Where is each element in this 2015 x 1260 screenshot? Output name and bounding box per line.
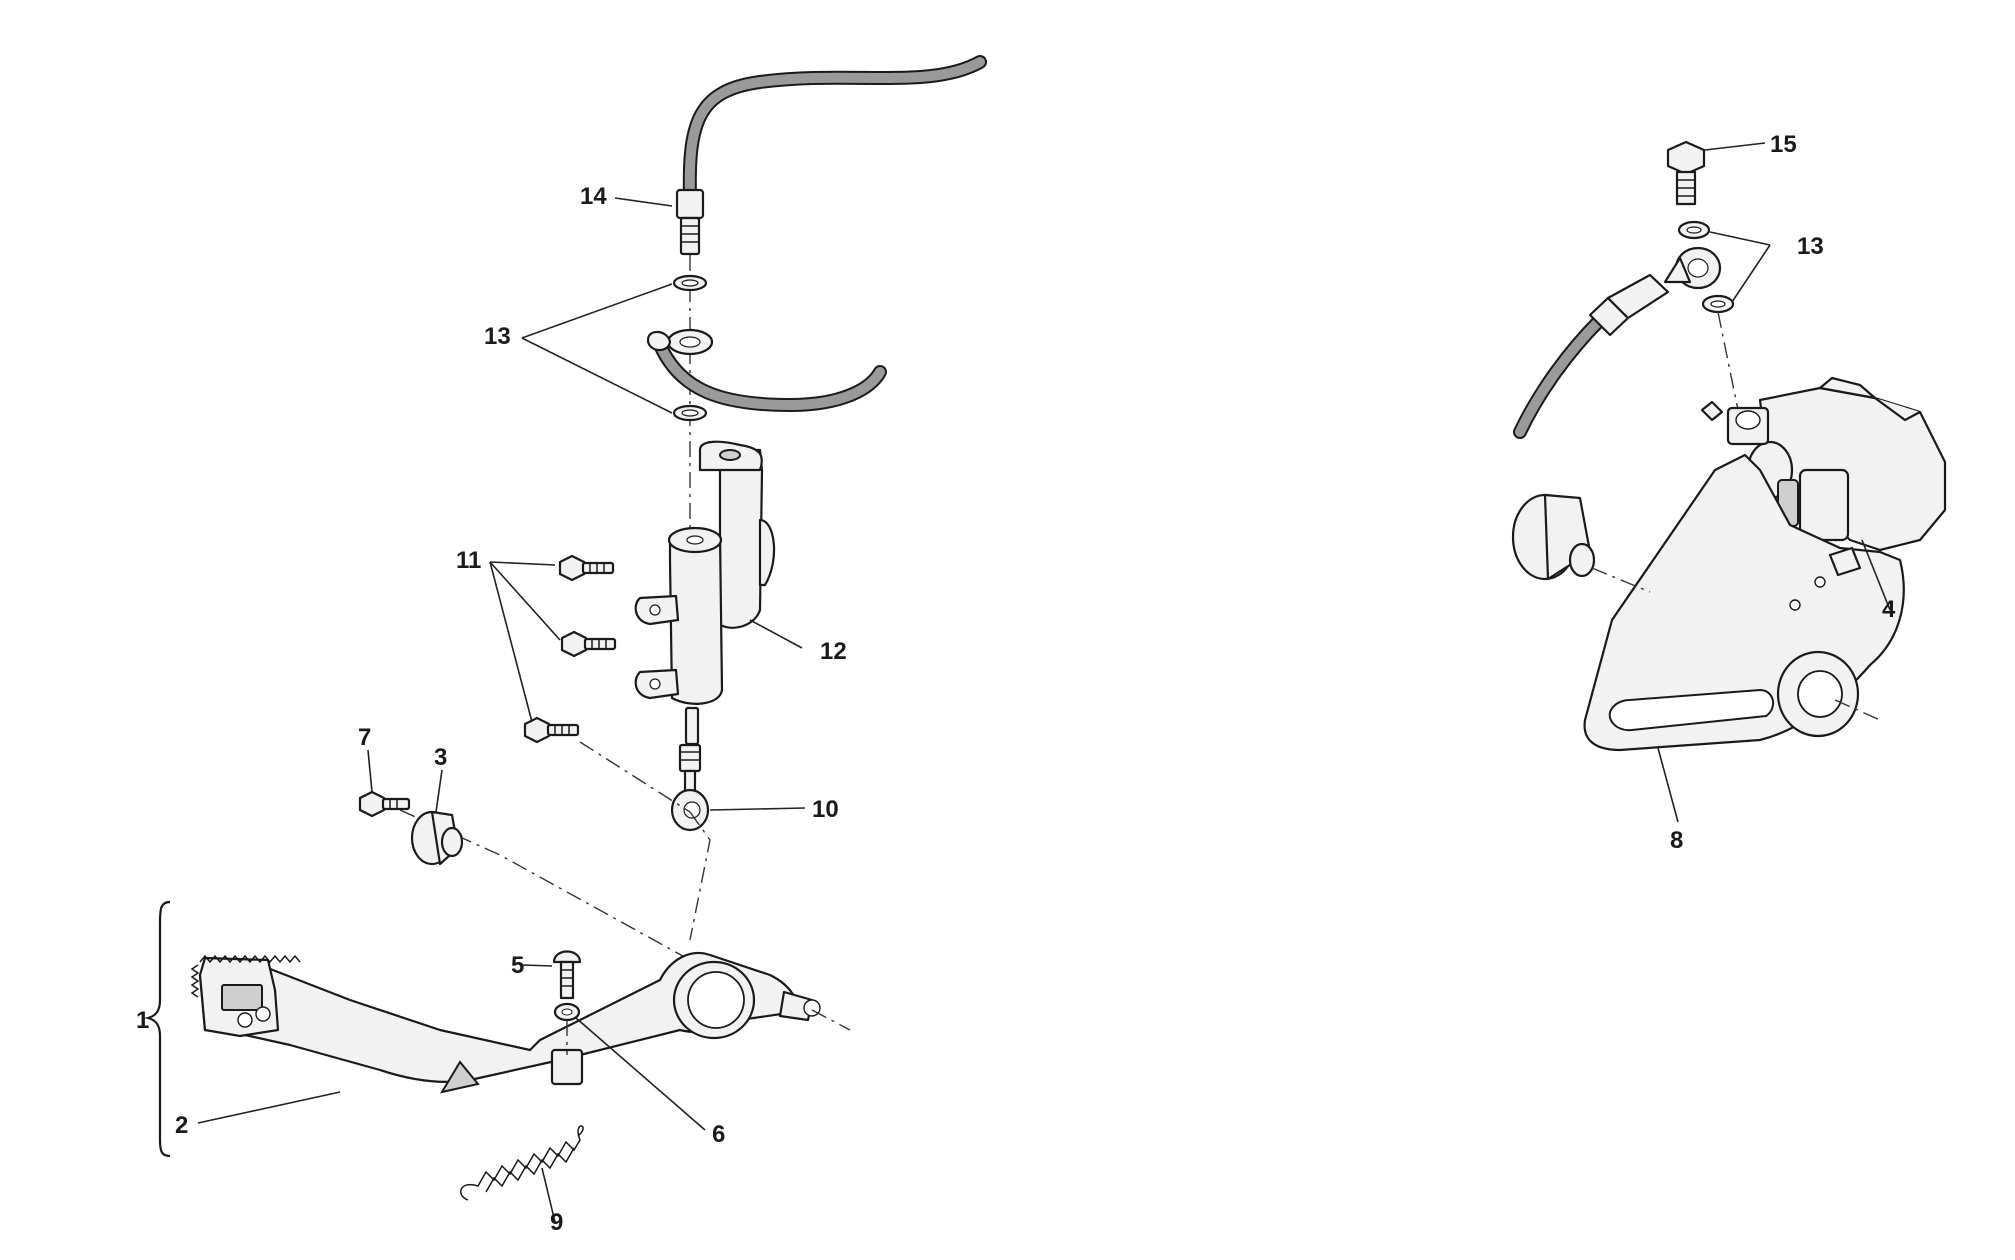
upper-brake-hose (682, 55, 987, 202)
callout-13-right: 13 (1797, 233, 1824, 260)
callout-3: 3 (434, 744, 447, 771)
brake-pedal (190, 951, 821, 1094)
return-spring (459, 1125, 584, 1201)
mounting-bolt (560, 630, 617, 658)
callout-10: 10 (812, 796, 839, 823)
callout-9: 9 (550, 1209, 563, 1236)
master-cylinder-assembly (144, 55, 987, 1223)
callout-numbers: 1 2 3 4 5 6 7 8 9 10 11 12 13 13 14 15 (136, 131, 1896, 1236)
leader-lines (197, 197, 806, 1223)
pivot-bolt (358, 790, 411, 818)
callout-5: 5 (511, 952, 524, 979)
master-cylinder (634, 440, 776, 746)
hose-fitting (675, 188, 705, 256)
stop-bolt (552, 950, 582, 1000)
pedal-bushing (410, 810, 464, 866)
mounting-bolt (523, 716, 580, 744)
callout-7: 7 (358, 724, 371, 751)
callout-8: 8 (1670, 827, 1683, 854)
callout-13-left: 13 (484, 323, 511, 350)
reservoir-feed-hose (646, 328, 887, 413)
callout-1: 1 (136, 1007, 149, 1034)
callout-15: 15 (1770, 131, 1797, 158)
callout-4: 4 (1882, 596, 1896, 623)
sealing-washer (1677, 220, 1711, 240)
callout-14: 14 (580, 183, 607, 210)
lock-nut (553, 1002, 581, 1022)
assembly-bracket (144, 900, 171, 1158)
push-rod-clevis (670, 743, 710, 832)
callout-12: 12 (820, 638, 847, 665)
sealing-washer (672, 404, 708, 422)
sealing-washer (672, 274, 708, 292)
sealing-washer (1701, 294, 1735, 314)
leader-lines (1657, 142, 1891, 823)
caliper-carrier-bracket (1583, 453, 1905, 752)
caliper-pin (1511, 493, 1596, 581)
callout-6: 6 (712, 1121, 725, 1148)
callout-11: 11 (456, 547, 481, 574)
mounting-bolt (558, 554, 615, 582)
caliper-assembly (1511, 140, 1947, 823)
callout-2: 2 (175, 1112, 188, 1139)
caliper-brake-hose (1513, 313, 1607, 439)
caliper-hose-fitting (1588, 246, 1722, 337)
banjo-bolt (1666, 140, 1706, 206)
